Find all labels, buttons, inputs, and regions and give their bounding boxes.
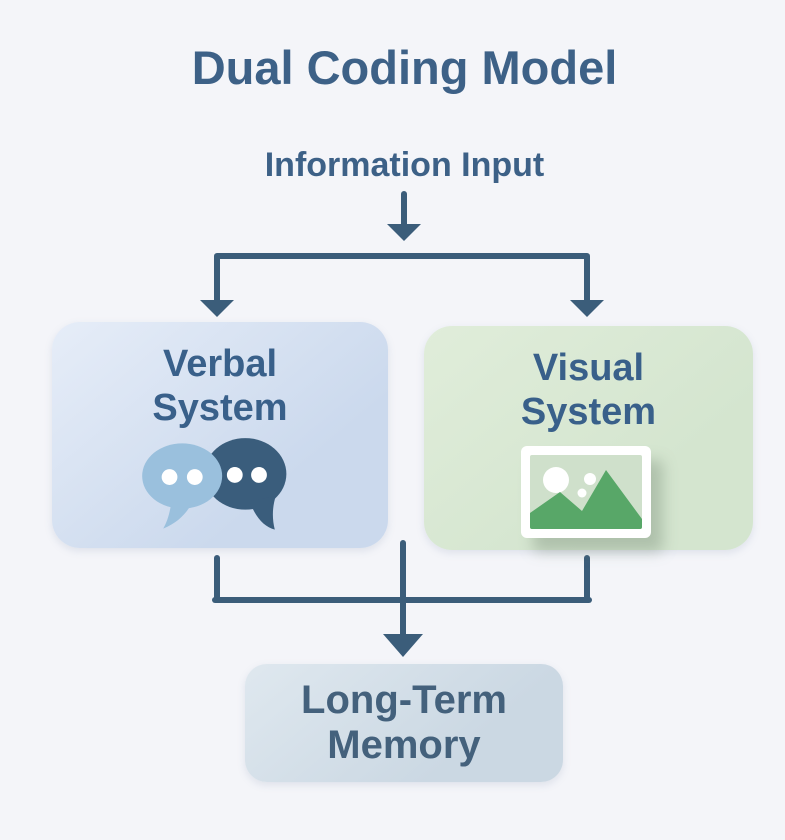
verbal-system-node: Verbal System (52, 322, 388, 548)
visual-system-label: Visual System (424, 346, 753, 434)
image-picture-icon (521, 446, 651, 538)
memory-label-line1: Long-Term (301, 678, 507, 722)
image-icon-inner (530, 455, 642, 529)
visual-system-node: Visual System (424, 326, 753, 550)
memory-arrowhead (383, 634, 423, 657)
branch-connector-line (214, 253, 590, 303)
visual-arrowhead (570, 300, 604, 317)
verbal-system-label: Verbal System (52, 342, 388, 430)
long-term-memory-label: Long-Term Memory (245, 678, 563, 768)
long-term-memory-node: Long-Term Memory (245, 664, 563, 782)
speech-bubbles-icon (142, 438, 287, 530)
memory-label-line2: Memory (327, 723, 481, 767)
visual-label-line2: System (520, 391, 657, 433)
visual-label-line1: Visual (532, 347, 645, 389)
input-arrowhead (387, 224, 421, 241)
verbal-label-line2: System (152, 387, 288, 429)
verbal-arrowhead (200, 300, 234, 317)
diagram-title: Dual Coding Model (191, 41, 618, 94)
verbal-label-line1: Verbal (162, 343, 278, 385)
information-input-label: Information Input (264, 146, 545, 184)
